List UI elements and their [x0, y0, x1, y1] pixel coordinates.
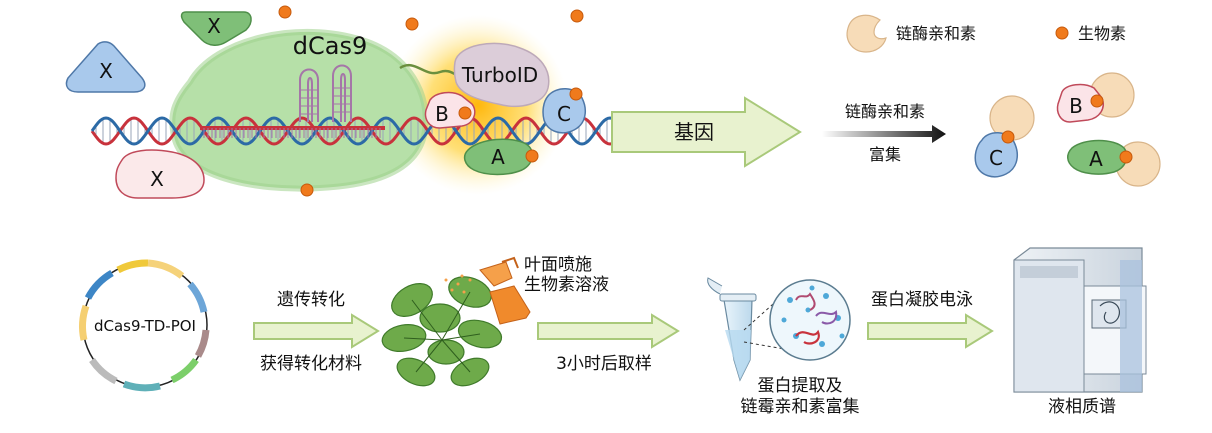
protein-x-bottom: [115, 149, 205, 199]
extract-label-2: 链霉亲和素富集: [741, 397, 860, 417]
protein-a: [463, 138, 534, 176]
step1-bottom-label: 获得转化材料: [260, 354, 362, 374]
biotin-dot: [1090, 94, 1104, 108]
turboid-protein: [453, 42, 550, 107]
plasmid: [79, 259, 210, 392]
plasmid-segment: [79, 304, 90, 341]
step1-arrow: [253, 313, 380, 349]
zoom-circle: [769, 279, 851, 361]
extract-label-1: 蛋白提取及: [758, 376, 843, 396]
plasmid-segment: [122, 380, 161, 392]
legend-biotin-icon: [1055, 26, 1069, 40]
biotin-dot: [570, 9, 584, 23]
biotin-dot: [278, 5, 292, 19]
biotin-dot: [1001, 130, 1015, 144]
microcentrifuge-tube: [707, 277, 757, 382]
turboid-label: TurboID: [461, 63, 538, 87]
biotin-dots-top: [278, 5, 584, 197]
spray-label-2: 生物素溶液: [524, 275, 609, 295]
mass-spectrometer: [1013, 247, 1147, 393]
protein-x-left-label: X: [99, 59, 113, 83]
plasmid-segment: [116, 259, 149, 274]
grna-duplex-rungs: [203, 128, 381, 138]
guide-rna-rungs: [300, 87, 351, 115]
protein-b-label: B: [435, 102, 449, 126]
spray-label-1: 叶面喷施: [524, 255, 592, 275]
biotin-dot: [569, 87, 583, 101]
plasmid-segment: [170, 357, 199, 384]
enrich-label-1: 链酶亲和素: [845, 102, 925, 121]
step2-bottom-label: 3小时后取样: [556, 354, 652, 374]
protein-x-left: [65, 41, 146, 93]
enriched-protein-a: [1067, 139, 1128, 175]
legend-streptavidin-icon: [846, 14, 887, 53]
plant-illustration: [381, 276, 503, 387]
protein-a-label: A: [491, 145, 505, 169]
plasmid-segment: [194, 329, 210, 358]
enriched-protein-c-label: C: [989, 146, 1003, 170]
guide-rna: [299, 64, 352, 122]
gene-arrow: [611, 96, 802, 168]
biotin-dot: [300, 183, 314, 197]
enriched-protein-b: [1056, 83, 1104, 123]
step2-arrow: [537, 313, 680, 349]
spray-bottle: [444, 256, 531, 325]
plasmid-label: dCas9-TD-POI: [94, 317, 196, 335]
step3-arrow: [867, 313, 994, 349]
protein-b: [424, 91, 476, 129]
plasmid-segment: [89, 357, 118, 385]
step1-top-label: 遗传转化: [277, 290, 345, 310]
enrich-arrow: [822, 125, 946, 143]
enriched-protein-b-label: B: [1069, 94, 1083, 118]
plasmid-segment: [187, 281, 208, 313]
biotin-dot: [525, 149, 539, 163]
biotin-dot: [458, 106, 472, 120]
biotin-dot: [1119, 150, 1133, 164]
step3-top-label: 蛋白凝胶电泳: [871, 290, 973, 310]
biotin-dot: [405, 17, 419, 31]
protein-x-top: [180, 11, 252, 46]
protein-c-label: C: [557, 102, 571, 126]
dcas9-label: dCas9: [293, 32, 367, 60]
enrich-label-2: 富集: [869, 145, 901, 164]
enriched-biotins: [1001, 94, 1133, 164]
ms-label: 液相质谱: [1048, 397, 1116, 417]
legend-biotin-label: 生物素: [1078, 24, 1126, 43]
plasmid-segment: [84, 269, 114, 300]
legend-streptavidin-label: 链酶亲和素: [896, 24, 976, 43]
protein-x-top-label: X: [207, 14, 221, 38]
protein-x-bottom-label: X: [150, 167, 164, 191]
plasmid-segment: [147, 259, 185, 279]
enriched-protein-a-label: A: [1089, 147, 1103, 171]
gene-arrow-label: 基因: [674, 120, 714, 144]
